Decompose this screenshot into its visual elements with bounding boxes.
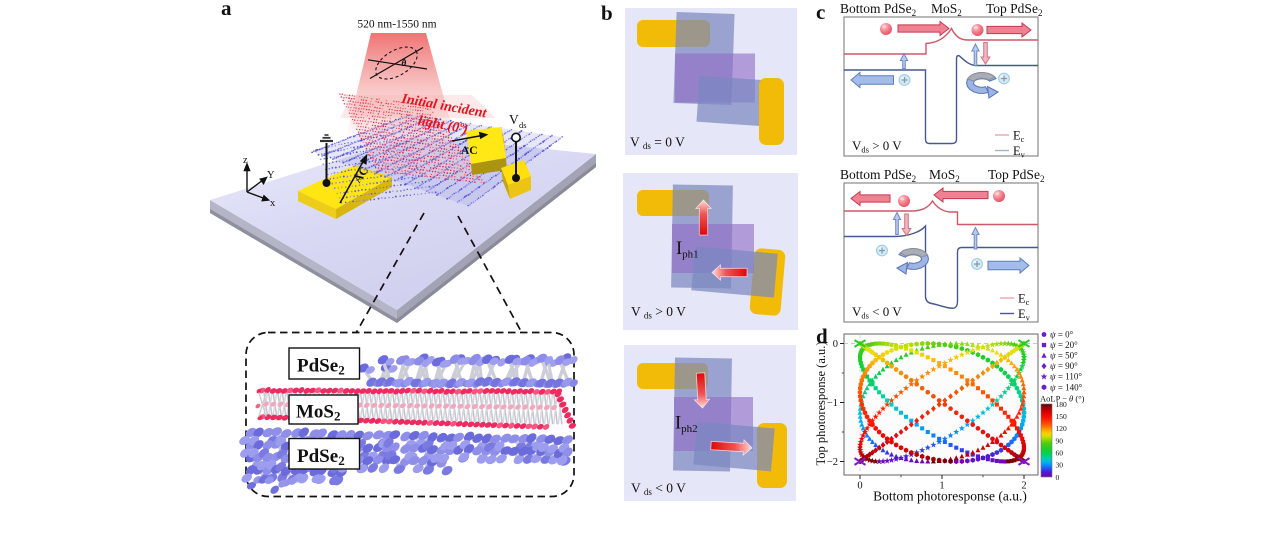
svg-text:MoS2: MoS2 [929,167,960,184]
svg-text:c: c [816,0,825,24]
svg-text:60: 60 [1056,448,1064,457]
svg-text:AoLP − θ (°): AoLP − θ (°) [1040,394,1085,404]
svg-text:0: 0 [833,339,838,350]
svg-text:MoS2: MoS2 [931,1,962,18]
svg-text:θ: θ [402,58,407,68]
svg-text:PdSe2: PdSe2 [297,356,345,378]
svg-text:0: 0 [857,481,862,492]
svg-text:2: 2 [1021,481,1026,492]
svg-text:Vds > 0 V: Vds > 0 V [852,138,902,155]
svg-text:180: 180 [1056,400,1068,409]
svg-text:Ec: Ec [1018,292,1030,308]
svg-text:30: 30 [1056,461,1064,470]
svg-text:ψ = 140°: ψ = 140° [1050,382,1083,392]
svg-text:ds: ds [519,120,527,130]
svg-text:ψ = 50°: ψ = 50° [1050,351,1078,361]
svg-text:ψ = 90°: ψ = 90° [1050,361,1078,371]
svg-text:d: d [816,324,828,348]
svg-text:b: b [601,1,613,25]
svg-text:a: a [221,0,232,20]
svg-text:120: 120 [1056,424,1068,433]
svg-text:0: 0 [1056,473,1060,482]
svg-text:V: V [509,112,519,127]
svg-text:z: z [243,155,248,166]
svg-text:Bottom photoresponse (a.u.): Bottom photoresponse (a.u.) [873,489,1027,504]
svg-text:ψ = 20°: ψ = 20° [1050,340,1078,350]
svg-text:−1: −1 [827,398,838,409]
svg-text:Top PdSe2: Top PdSe2 [986,1,1042,18]
svg-text:PdSe2: PdSe2 [297,446,345,468]
svg-text:V ds < 0 V: V ds < 0 V [631,481,686,498]
svg-text:150: 150 [1056,412,1068,421]
svg-text:ψ = 0°: ψ = 0° [1050,330,1074,340]
svg-text:Top PdSe2: Top PdSe2 [988,167,1044,184]
svg-text:90: 90 [1056,436,1064,445]
svg-text:Ec: Ec [1013,129,1025,145]
svg-text:Y: Y [267,170,275,181]
svg-text:Bottom PdSe2: Bottom PdSe2 [840,167,916,184]
svg-text:1: 1 [939,481,944,492]
svg-text:520 nm-1550 nm: 520 nm-1550 nm [357,19,436,31]
svg-text:−2: −2 [827,457,838,468]
svg-text:MoS2: MoS2 [296,402,341,424]
svg-text:Vds < 0 V: Vds < 0 V [852,304,902,321]
svg-text:V ds = 0 V: V ds = 0 V [630,135,685,152]
svg-text:x: x [270,198,276,209]
svg-text:V ds > 0 V: V ds > 0 V [631,304,686,321]
svg-text:Top photoresponse (a.u.): Top photoresponse (a.u.) [814,341,828,465]
svg-text:AC: AC [461,145,478,157]
svg-text:ψ = 110°: ψ = 110° [1050,372,1082,382]
svg-text:Bottom PdSe2: Bottom PdSe2 [840,1,916,18]
